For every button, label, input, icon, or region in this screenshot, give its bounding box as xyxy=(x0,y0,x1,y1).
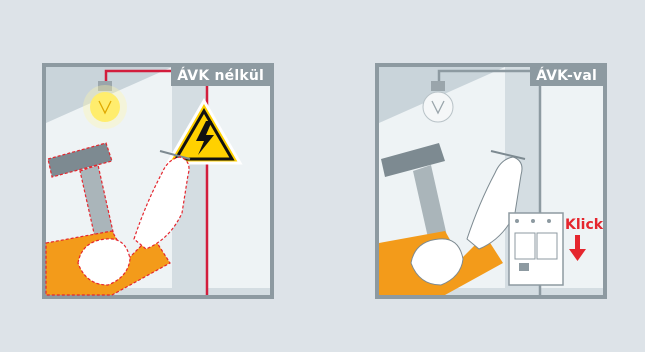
hand-holding-hammer xyxy=(77,238,131,286)
label-without-rcd: ÁVK nélkül xyxy=(171,67,270,86)
nail-icon xyxy=(159,150,191,160)
wire xyxy=(437,69,542,295)
hand-holding-nail xyxy=(133,156,190,250)
panel-without-rcd: ÁVK nélkül xyxy=(42,63,274,299)
hand-holding-nail xyxy=(466,156,523,250)
arrow-down-icon xyxy=(569,235,586,261)
klick-label: Klick xyxy=(565,217,604,233)
scene-without-rcd xyxy=(42,63,274,299)
label-with-rcd: ÁVK-val xyxy=(530,67,603,86)
live-wire xyxy=(104,69,209,295)
nail-icon xyxy=(490,150,526,160)
light-bulb-icon xyxy=(422,81,454,123)
light-bulb-icon xyxy=(83,81,127,129)
panel-with-rcd: ÁVK-val Klick xyxy=(375,63,607,299)
scene-with-rcd xyxy=(375,63,607,299)
hammer-icon xyxy=(381,143,449,251)
high-voltage-warning-icon xyxy=(165,98,243,165)
hand-holding-hammer xyxy=(410,238,464,286)
circuit-breaker-icon xyxy=(508,212,564,286)
